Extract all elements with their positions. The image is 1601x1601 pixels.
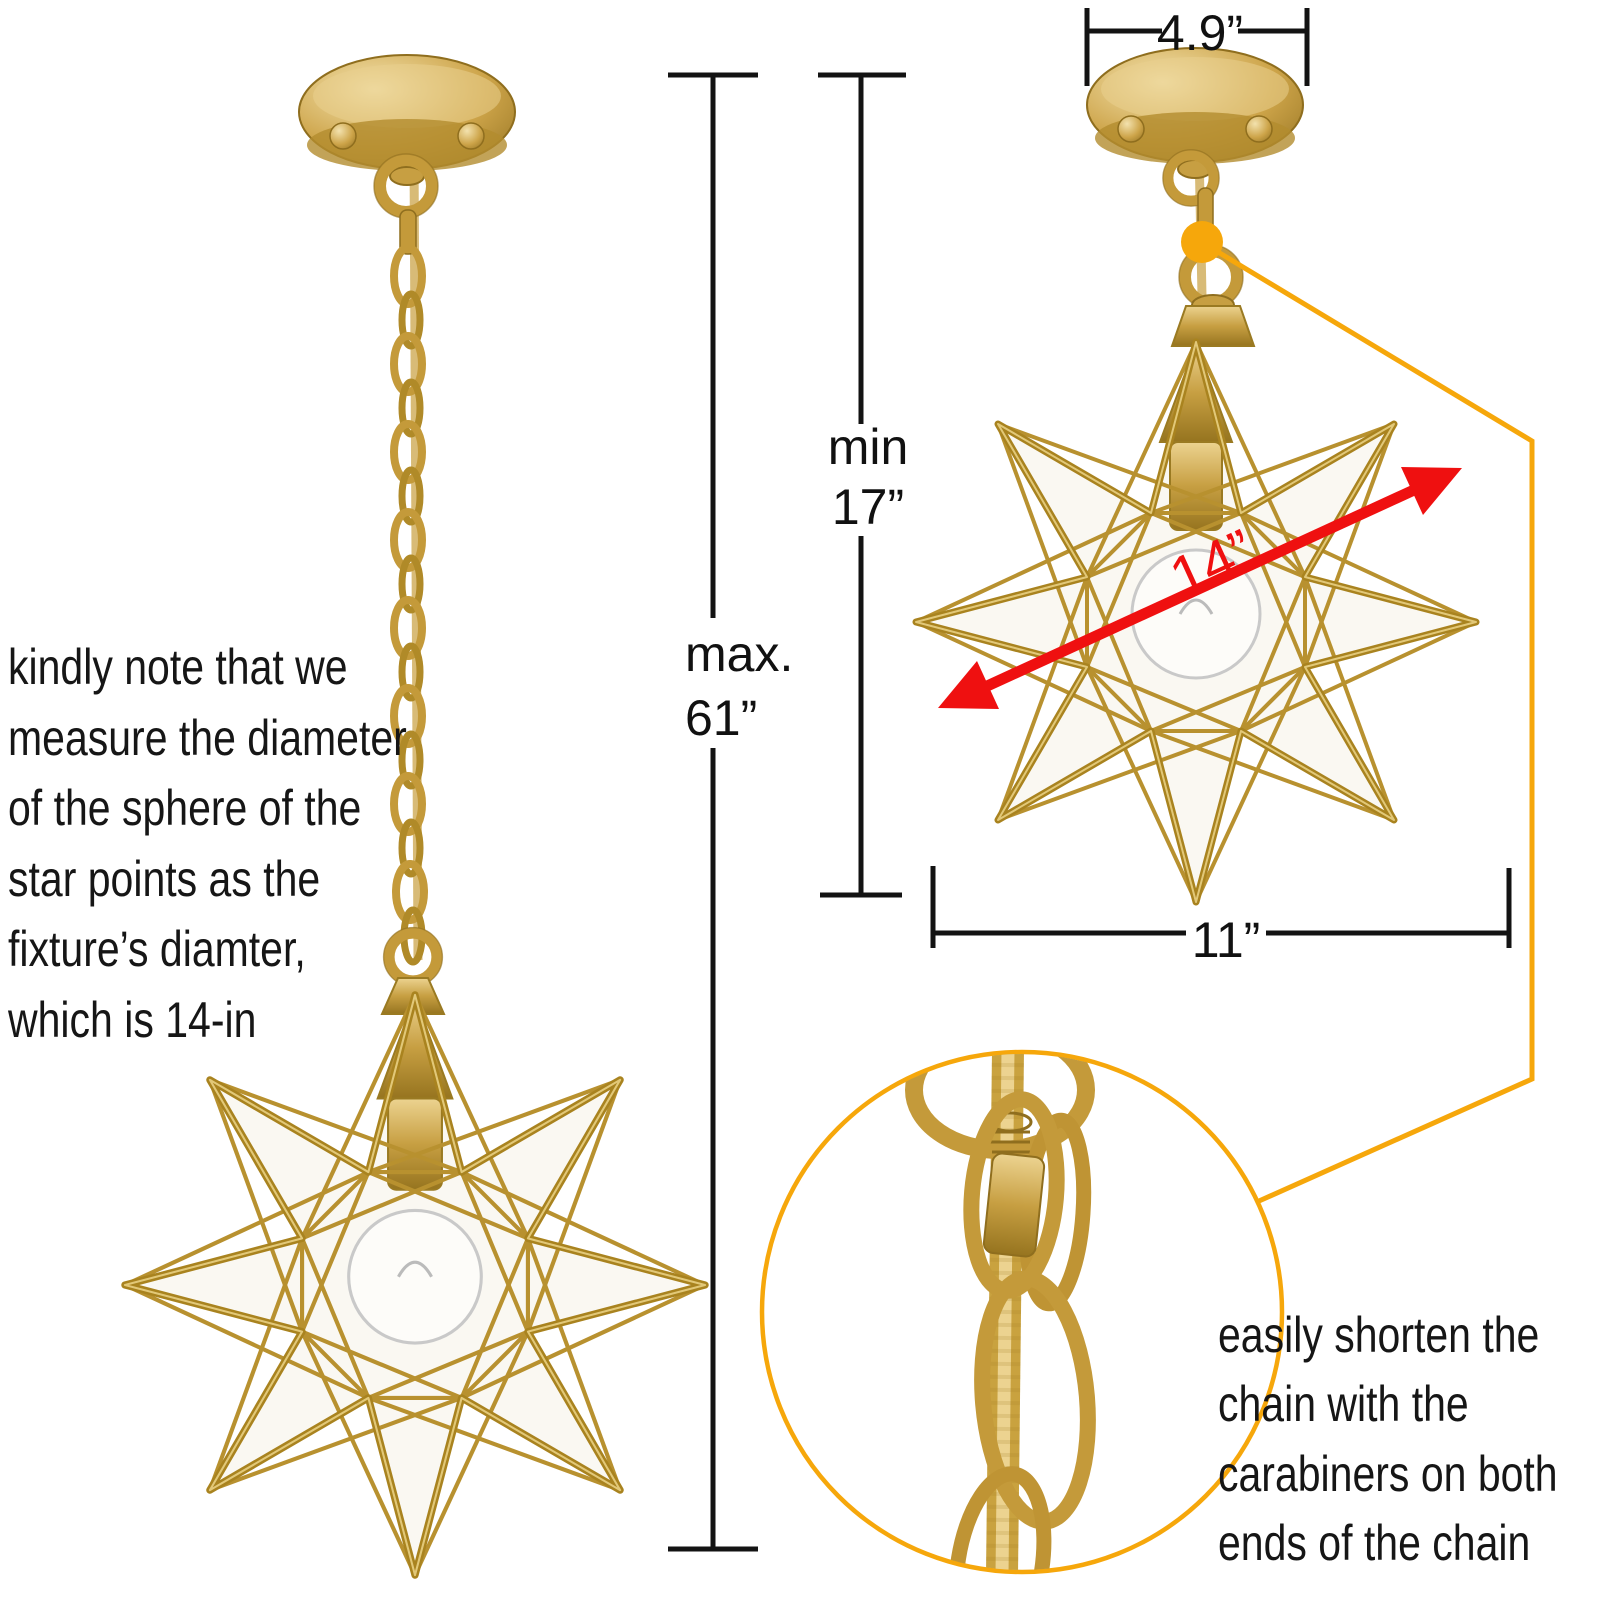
dimension-lines	[668, 8, 1512, 1552]
right-star-shade	[916, 342, 1476, 902]
arrowhead-right	[1401, 467, 1462, 515]
chain-closeup	[905, 1054, 1096, 1570]
note-line: fixture’s diamter,	[8, 921, 306, 977]
callout-line	[1201, 240, 1535, 1204]
chain-callout	[759, 221, 1535, 1575]
dim-label-canopy-width: 4.9”	[1156, 5, 1244, 61]
arrowhead-left	[938, 661, 999, 709]
note-line: kindly note that we	[8, 639, 348, 695]
note-line: easily shorten the	[1218, 1307, 1540, 1363]
left-pendant	[125, 54, 705, 1575]
left-measure-note: kindly note that we measure the diameter…	[8, 632, 494, 1055]
right-pendant	[916, 47, 1476, 902]
note-line: chain with the	[1218, 1376, 1469, 1433]
dim-line-fixture-width	[930, 866, 1512, 948]
dim-line-max-height	[668, 72, 758, 1552]
note-line: of the sphere of the	[8, 780, 362, 836]
dim-label-min-word: min	[827, 419, 909, 475]
left-star-shade	[125, 995, 705, 1575]
note-line: ends of the chain	[1218, 1514, 1531, 1571]
dim-label-min-height: min 17”	[828, 417, 909, 537]
detail-circle	[759, 1049, 1285, 1575]
callout-dot	[1181, 221, 1223, 263]
dim-label-max-value: 61”	[685, 690, 758, 746]
closeup-quicklink-hexbody	[982, 1152, 1046, 1258]
dim-label-fixture-width: 11”	[1191, 912, 1261, 968]
dim-label-min-value: 17”	[831, 479, 905, 535]
note-line: which is 14-in	[8, 991, 257, 1048]
closeup-top-ring	[905, 1054, 1095, 1159]
dim-line-canopy-width	[1084, 8, 1310, 86]
dim-label-max-height: max. 61”	[685, 622, 793, 750]
note-line: measure the diameter	[8, 709, 407, 766]
note-line: carabiners on both	[1218, 1445, 1558, 1502]
chain-shorten-note: easily shorten the chain with the carabi…	[1218, 1301, 1601, 1578]
closeup-chain-link-2	[948, 1466, 1052, 1570]
left-top-loop	[374, 154, 438, 218]
dim-line-min-height	[818, 72, 906, 898]
left-carabiner	[399, 209, 417, 255]
diameter-arrow	[938, 467, 1462, 709]
note-line: star points as the	[8, 850, 321, 907]
dim-label-max-word: max.	[685, 626, 794, 682]
right-socket-cone	[1170, 305, 1256, 347]
